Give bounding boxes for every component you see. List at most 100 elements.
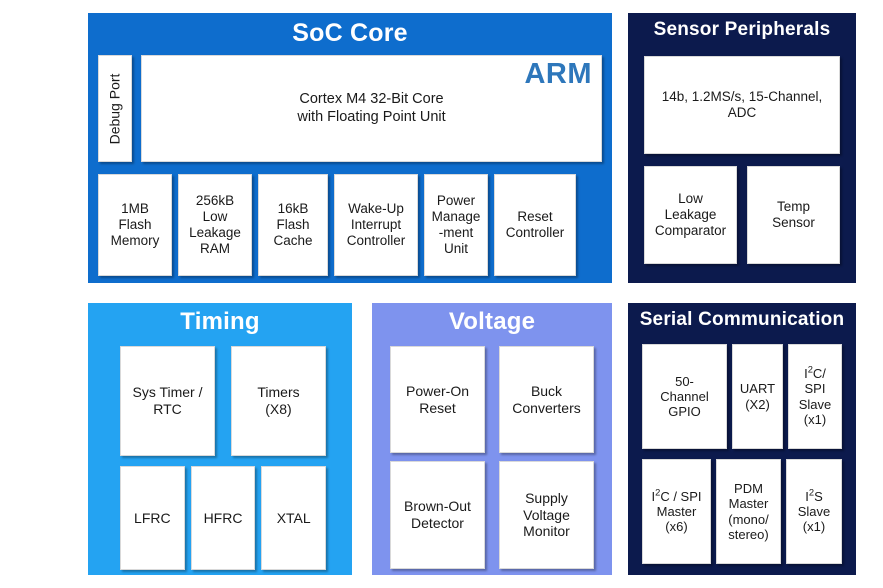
- soc-core-top-row: Debug Port Cortex M4 32-Bit Core with Fl…: [98, 55, 602, 162]
- line: Reset: [419, 399, 456, 416]
- line: Converters: [512, 399, 581, 416]
- arm-logo: ARM: [524, 58, 592, 90]
- block-hfrc-label: HFRC: [203, 509, 243, 526]
- block-sys-timer-rtc-text: Sys Timer / RTC: [129, 384, 205, 417]
- block-xtal-label: XTAL: [276, 509, 311, 526]
- panel-title-soc-core: SoC Core: [292, 19, 408, 47]
- line: Interrupt: [350, 217, 402, 233]
- line: Manage: [431, 209, 481, 225]
- line: Detector: [411, 515, 464, 531]
- line: Leakage: [189, 225, 241, 240]
- line: Flash: [118, 217, 152, 233]
- block-supply-voltage-monitor[interactable]: Supply Voltage Monitor: [499, 461, 594, 569]
- line: Slave: [797, 503, 831, 519]
- block-uart[interactable]: UART (X2): [732, 344, 783, 449]
- block-flash-memory[interactable]: 1MB Flash Memory: [98, 174, 172, 276]
- line: Channel: [660, 388, 709, 404]
- block-hfrc[interactable]: HFRC: [190, 466, 256, 570]
- block-lfrc[interactable]: LFRC: [120, 466, 185, 570]
- block-timers[interactable]: Timers (X8): [231, 346, 326, 456]
- block-gpio[interactable]: 50- Channel GPIO: [642, 344, 727, 449]
- line: Sys Timer /: [132, 384, 203, 401]
- line: -ment: [438, 225, 474, 240]
- line: (mono/: [728, 511, 769, 527]
- line: Low: [678, 191, 703, 207]
- line: SPI: [804, 381, 826, 397]
- voltage-block-row-2: Brown-Out Detector Supply Voltage Monito…: [390, 461, 594, 569]
- line: PDM: [734, 480, 763, 496]
- line: stereo): [728, 526, 769, 542]
- line: Supply: [525, 490, 568, 507]
- serial-block-row-1: 50- Channel GPIO UART (X2) I2C/ SPI Slav…: [642, 344, 842, 449]
- panel-voltage: Voltage Power-On Reset Buck Converters B…: [372, 303, 612, 575]
- line: Unit: [443, 240, 468, 256]
- block-i2c-spi-master[interactable]: I2C / SPI Master (x6): [642, 459, 711, 564]
- line: Power-On: [405, 382, 470, 399]
- panel-sensor-peripherals: Sensor Peripherals 14b, 1.2MS/s, 15-Chan…: [628, 13, 856, 283]
- block-adc[interactable]: 14b, 1.2MS/s, 15-Channel, ADC: [644, 56, 840, 154]
- block-temp-sensor-text: Temp Sensor: [769, 199, 818, 231]
- block-cortex-m4-core[interactable]: Cortex M4 32-Bit Core with Floating Poin…: [141, 55, 602, 162]
- block-debug-port[interactable]: Debug Port: [98, 55, 132, 162]
- block-reset-controller[interactable]: Reset Controller: [494, 174, 576, 276]
- line: Temp: [776, 199, 810, 215]
- block-buck-converters[interactable]: Buck Converters: [499, 346, 594, 453]
- block-i2s-slave[interactable]: I2S Slave (x1): [786, 459, 842, 564]
- block-debug-port-label: Debug Port: [106, 73, 123, 144]
- line: Controller: [346, 232, 406, 248]
- block-gpio-text: 50- Channel GPIO: [657, 374, 711, 420]
- block-uart-text: UART (X2): [737, 381, 778, 412]
- block-power-on-reset[interactable]: Power-On Reset: [390, 346, 485, 453]
- block-i2c-spi-slave[interactable]: I2C/ SPI Slave (x1): [788, 344, 842, 449]
- block-i2c-spi-slave-text: I2C/ SPI Slave (x1): [796, 364, 835, 427]
- line: Power: [436, 193, 476, 209]
- panel-title-serial-communication: Serial Communication: [639, 309, 845, 330]
- block-sys-timer-rtc[interactable]: Sys Timer / RTC: [120, 346, 215, 456]
- block-xtal[interactable]: XTAL: [261, 466, 327, 570]
- panel-title-voltage: Voltage: [448, 308, 536, 335]
- line: (x1): [803, 411, 827, 427]
- line: Wake-Up: [348, 201, 404, 217]
- line: Controller: [505, 225, 565, 240]
- block-brown-out-detector-text: Brown-Out Detector: [401, 498, 474, 531]
- line: (X8): [265, 401, 292, 417]
- timing-block-row-2: LFRC HFRC XTAL: [120, 466, 327, 570]
- cortex-core-line-1: Cortex M4 32-Bit Core: [299, 91, 444, 108]
- line: (x1): [802, 519, 826, 535]
- line: 16kB: [277, 201, 309, 217]
- block-brown-out-detector[interactable]: Brown-Out Detector: [390, 461, 485, 569]
- block-supply-voltage-monitor-text: Supply Voltage Monitor: [520, 490, 573, 540]
- line: Timers: [257, 384, 300, 401]
- block-low-leakage-comparator-text: Low Leakage Comparator: [652, 191, 729, 239]
- cortex-core-line-2: with Floating Point Unit: [297, 108, 446, 125]
- soc-core-block-row: 1MB Flash Memory 256kB Low Leakage RAM 1…: [98, 174, 602, 276]
- line-i2c: I2C/: [804, 364, 826, 381]
- line: Low: [202, 209, 228, 225]
- block-power-on-reset-text: Power-On Reset: [403, 383, 472, 416]
- panel-serial-communication: Serial Communication 50- Channel GPIO UA…: [628, 303, 856, 575]
- line: 256kB: [195, 193, 235, 209]
- block-wake-up-interrupt-controller[interactable]: Wake-Up Interrupt Controller: [334, 174, 418, 276]
- sensor-peripherals-block-row: Low Leakage Comparator Temp Sensor: [644, 166, 840, 264]
- timing-block-row-1: Sys Timer / RTC Timers (X8): [120, 346, 326, 456]
- line: Sensor: [772, 215, 815, 230]
- block-low-leakage-ram[interactable]: 256kB Low Leakage RAM: [178, 174, 252, 276]
- block-temp-sensor[interactable]: Temp Sensor: [747, 166, 840, 264]
- block-power-management-unit[interactable]: Power Manage -ment Unit: [424, 174, 488, 276]
- superscript-2: 2: [807, 364, 813, 375]
- line: GPIO: [668, 404, 701, 420]
- line: (x6): [665, 519, 688, 535]
- line: Master: [656, 503, 697, 519]
- block-pdm-master[interactable]: PDM Master (mono/ stereo): [716, 459, 781, 564]
- panel-title-timing: Timing: [180, 308, 260, 335]
- block-buck-converters-text: Buck Converters: [509, 383, 583, 416]
- block-lfrc-label: LFRC: [134, 509, 171, 526]
- cortex-core-text: Cortex M4 32-Bit Core with Floating Poin…: [294, 91, 448, 125]
- block-i2s-slave-text: I2S Slave (x1): [795, 487, 834, 535]
- block-low-leakage-comparator[interactable]: Low Leakage Comparator: [644, 166, 737, 264]
- line: 1MB: [121, 201, 149, 217]
- block-flash-cache[interactable]: 16kB Flash Cache: [258, 174, 328, 276]
- block-timers-text: Timers (X8): [254, 384, 302, 417]
- line: 14b, 1.2MS/s, 15-Channel,: [661, 89, 823, 105]
- panel-timing: Timing Sys Timer / RTC Timers (X8) LFRC …: [88, 303, 352, 575]
